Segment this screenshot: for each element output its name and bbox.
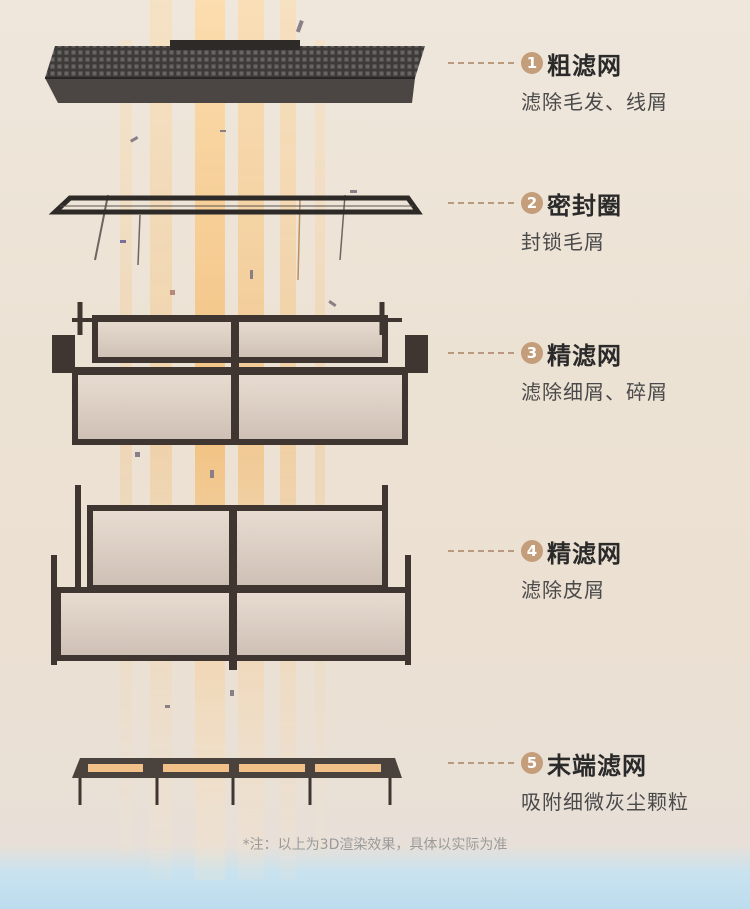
leader-dash [448, 62, 514, 64]
filter-label-5: 5 末端滤网 吸附细微灰尘颗粒 [448, 746, 748, 815]
coarse-filter-part [45, 40, 425, 103]
filter-description: 封锁毛屑 [521, 230, 605, 254]
filter-description: 滤除皮屑 [521, 578, 605, 602]
fine-filter-part-1 [52, 302, 428, 445]
leader-dash [448, 352, 514, 354]
filter-title: 密封圈 [547, 191, 622, 220]
filter-title: 粗滤网 [547, 51, 622, 80]
seal-ring-part [48, 195, 423, 215]
step-number-badge: 1 [521, 52, 543, 74]
step-number-badge: 4 [521, 540, 543, 562]
filter-title: 精滤网 [547, 341, 622, 370]
filter-description: 吸附细微灰尘颗粒 [521, 790, 689, 814]
render-disclaimer-note: *注：以上为3D渲染效果，具体以实际为准 [242, 837, 508, 853]
filter-label-1: 1 粗滤网 滤除毛发、线屑 [448, 46, 748, 115]
fine-filter-part-2 [51, 485, 411, 670]
filter-exploded-illustration [45, 0, 428, 880]
filter-label-4: 4 精滤网 滤除皮屑 [448, 534, 748, 603]
step-number-badge: 3 [521, 342, 543, 364]
step-number-badge: 5 [521, 752, 543, 774]
filter-title: 末端滤网 [547, 751, 647, 780]
filter-label-3: 3 精滤网 滤除细屑、碎屑 [448, 336, 748, 405]
step-number-badge: 2 [521, 192, 543, 214]
filter-description: 滤除细屑、碎屑 [521, 380, 668, 404]
filter-title: 精滤网 [547, 539, 622, 568]
leader-dash [448, 762, 514, 764]
leader-dash [448, 202, 514, 204]
filter-label-2: 2 密封圈 封锁毛屑 [448, 186, 748, 255]
leader-dash [448, 550, 514, 552]
end-filter-part [72, 758, 402, 805]
filter-description: 滤除毛发、线屑 [521, 90, 668, 114]
